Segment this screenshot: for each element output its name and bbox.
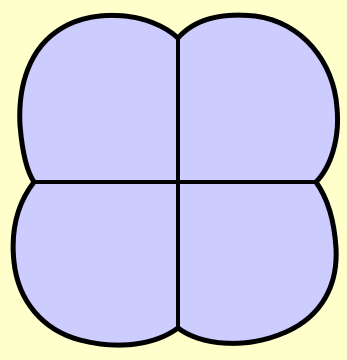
four-quadrant-diagram [0, 0, 347, 360]
canvas [0, 0, 347, 360]
